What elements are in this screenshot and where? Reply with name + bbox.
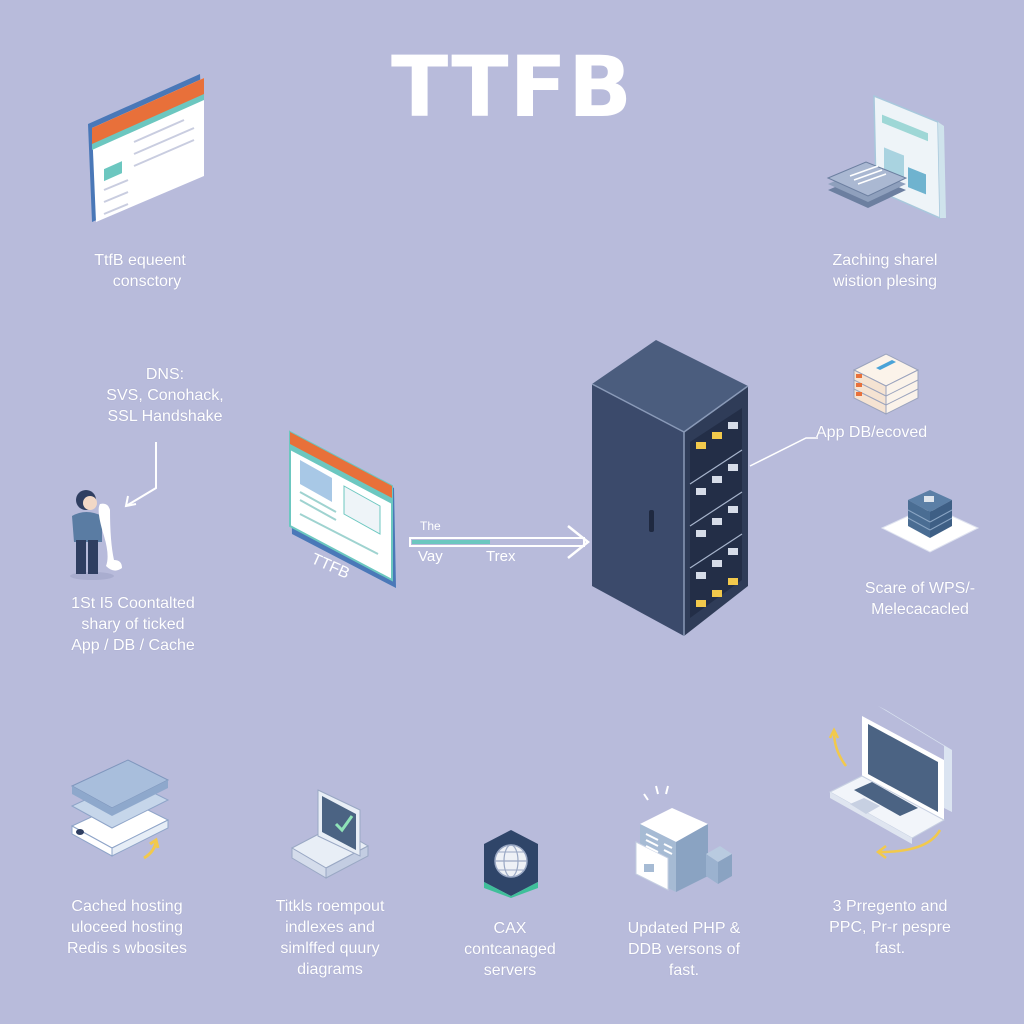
person-with-phone-icon [70,490,122,580]
browser-window-icon [88,74,204,222]
bottom-label-4: Updated PHP & DDB versons of fast. [627,920,741,979]
app-db-label: App DB/ecoved [816,424,928,441]
globe-hexagon-icon [484,830,538,898]
database-stack-icon [852,353,920,415]
bottom-label-1: Cached hosting uloceed hosting Redis s w… [66,898,188,957]
bottom-label-5: 3 Prregento and PPC, Pr-r pespre fast. [829,898,951,957]
diagram-title: TTFB [391,38,633,136]
hosting-layers-icon [70,759,170,860]
request-arrow-icon [409,525,591,559]
connector-line [749,437,818,467]
top-left-label: TtfB equeent consctory [94,252,186,290]
arrow-left-label: Vay [418,548,443,565]
laptop-icon [828,706,952,859]
monitor-check-icon [290,789,370,879]
wps-label: Scare of WPS/- Melecacacled [864,580,976,618]
server-rack-icon [591,340,749,636]
bottom-label-3: CAX contcanaged servers [464,920,556,979]
person-label: 1St I5 Coontalted shary of ticked App / … [71,595,195,654]
building-icon [635,785,732,892]
server-stack-icon [880,490,980,553]
top-right-label: Zaching sharel wistion plesing [832,252,938,290]
dns-label: DNS: SVS, Conohack, SSL Handshake [106,366,224,425]
browser-window-icon [289,430,396,588]
cached-pages-icon [826,94,946,220]
dns-arrow-icon [124,442,157,508]
bottom-label-2: Titkls roempout indlexes and simlffed qu… [275,898,385,978]
arrow-top-label: The [420,519,441,533]
arrow-right-label: Trex [486,548,516,565]
